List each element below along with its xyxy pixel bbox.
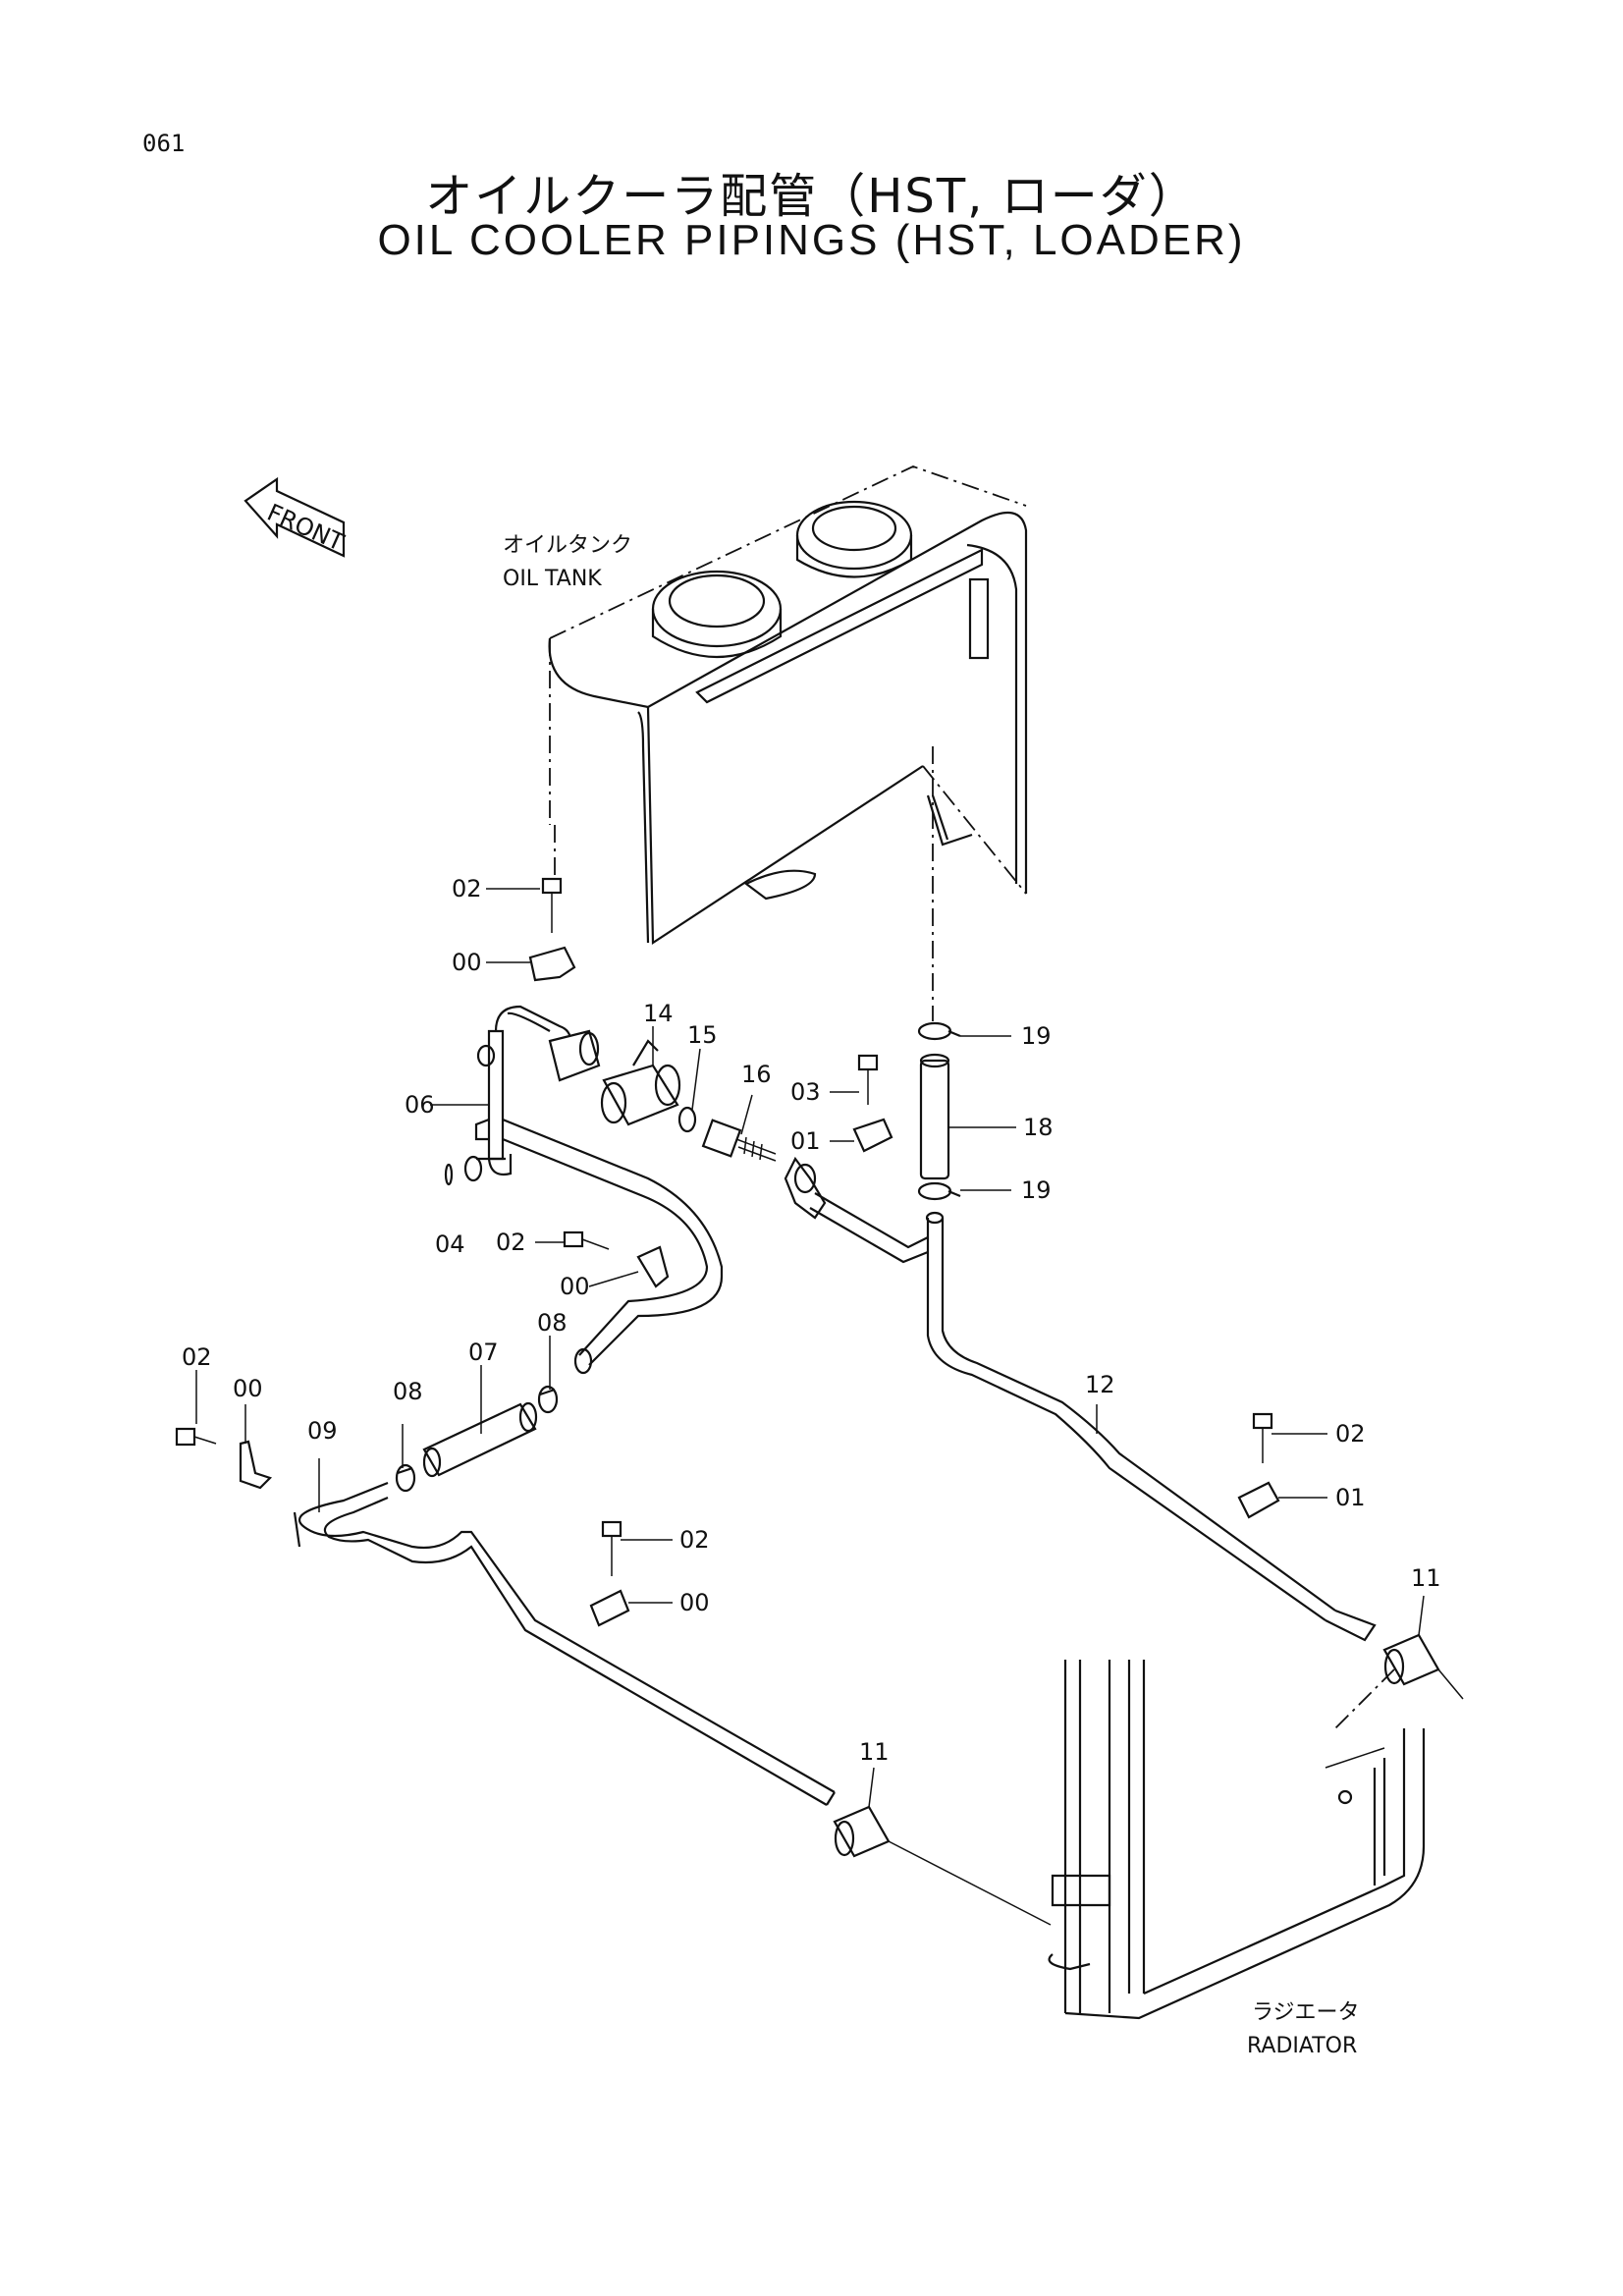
callout-02: 02	[182, 1343, 212, 1371]
clip-00b	[636, 1245, 670, 1288]
callout-09: 09	[307, 1417, 338, 1445]
callout-16: 16	[741, 1061, 772, 1088]
clip-00d	[589, 1589, 630, 1627]
oil-tank-label-en: OIL TANK	[503, 567, 602, 591]
hose-clamp-11b	[833, 1805, 891, 1858]
oil-tank	[548, 465, 1028, 946]
callout-19: 19	[1021, 1176, 1052, 1204]
callout-18: 18	[1023, 1114, 1054, 1141]
clip-01a	[852, 1118, 893, 1153]
pipe-main-return	[502, 1118, 724, 1375]
radiator-label-jp: ラジエータ	[1252, 2000, 1360, 2025]
title-japanese: オイルクーラ配管（HST, ローダ）	[425, 169, 1198, 224]
callout-08: 08	[393, 1378, 423, 1405]
hose-07	[422, 1401, 538, 1478]
pipe-09	[293, 1481, 836, 1806]
oil-tank-label-jp: オイルタンク	[503, 533, 632, 558]
callout-01: 01	[790, 1127, 821, 1155]
hose-clamp-08b	[537, 1385, 559, 1414]
o-ring-04	[444, 1163, 454, 1186]
callout-11: 11	[859, 1738, 890, 1766]
bolt-02a	[541, 877, 563, 933]
bolt-02c	[175, 1427, 217, 1447]
clip-00a	[528, 946, 576, 982]
title-english: OIL COOLER PIPINGS (HST, LOADER)	[377, 216, 1246, 264]
fitting-14	[600, 1039, 681, 1126]
callout-06: 06	[405, 1091, 435, 1119]
radiator-label-en: RADIATOR	[1247, 2034, 1357, 2058]
page-number: 061	[142, 130, 186, 157]
callout-02: 02	[452, 875, 482, 902]
hose-clamp-08a	[395, 1463, 416, 1493]
callout-07: 07	[468, 1339, 499, 1366]
callout-02: 02	[1335, 1420, 1366, 1448]
seal-ring-15	[677, 1106, 697, 1133]
front-arrow-icon: FRONT	[243, 476, 349, 558]
callout-00: 00	[560, 1273, 590, 1300]
bolt-02e	[601, 1520, 622, 1576]
callout-01: 01	[1335, 1484, 1366, 1511]
callout-02: 02	[496, 1229, 526, 1256]
bolt-03	[857, 1054, 879, 1105]
pipe-12	[925, 1211, 1377, 1642]
radiator	[1048, 1660, 1426, 2020]
callout-04: 04	[435, 1230, 465, 1258]
callout-14: 14	[643, 1000, 674, 1027]
pipe-06	[463, 1005, 601, 1182]
callout-00: 00	[452, 949, 482, 976]
bolt-02b	[563, 1230, 610, 1250]
hose-clamp-19b	[917, 1181, 961, 1201]
callout-00: 00	[679, 1589, 710, 1616]
front-label: FRONT	[263, 499, 349, 557]
callout-00: 00	[233, 1375, 263, 1402]
clip-01b	[1237, 1481, 1280, 1519]
hose-18	[919, 1053, 950, 1180]
swivel-16	[701, 1119, 777, 1162]
callout-08: 08	[537, 1309, 568, 1337]
callout-19: 19	[1021, 1022, 1052, 1050]
callout-12: 12	[1085, 1371, 1115, 1398]
pipe-from-swivel	[784, 1156, 929, 1264]
clip-00c	[239, 1440, 273, 1490]
hose-clamp-19a	[917, 1021, 961, 1041]
bolt-02d	[1252, 1412, 1273, 1463]
callout-11: 11	[1411, 1564, 1441, 1592]
callout-02: 02	[679, 1526, 710, 1554]
hose-clamp-11a	[1382, 1633, 1440, 1686]
callout-03: 03	[790, 1078, 821, 1106]
callout-15: 15	[687, 1021, 718, 1049]
leader-lines	[195, 888, 1425, 1808]
